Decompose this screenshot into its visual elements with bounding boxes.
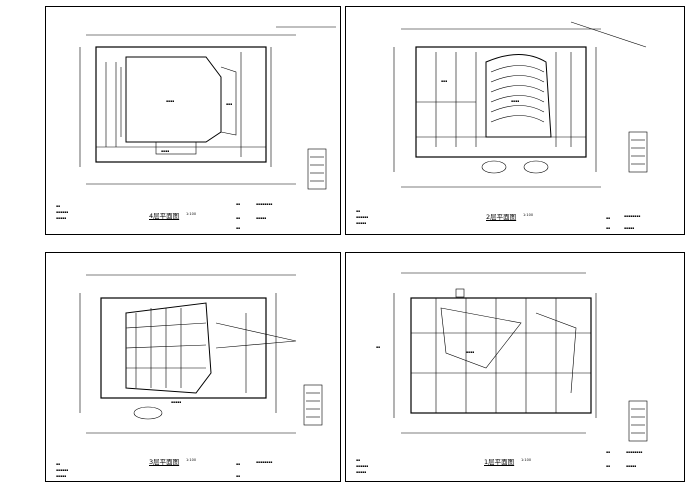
- svg-text:▪▪▪▪▪: ▪▪▪▪▪: [171, 400, 181, 404]
- svg-text:▪▪: ▪▪: [236, 216, 240, 220]
- svg-text:▪▪: ▪▪: [56, 204, 60, 208]
- svg-text:▪▪▪▪▪: ▪▪▪▪▪: [624, 226, 634, 230]
- svg-text:▪▪: ▪▪: [606, 464, 610, 468]
- svg-text:▪▪▪▪▪: ▪▪▪▪▪: [56, 216, 66, 220]
- svg-text:▪▪▪▪: ▪▪▪▪: [511, 99, 519, 103]
- floor-plan-1f: ▪▪▪▪ ▪▪ ▪▪ ▪▪▪▪▪▪ ▪▪▪▪▪ ▪▪ ▪▪▪▪▪▪▪▪ ▪▪ ▪…: [356, 272, 648, 474]
- svg-text:▪▪▪▪▪▪▪▪: ▪▪▪▪▪▪▪▪: [256, 460, 272, 464]
- sheet-title-3f: 3层平面图: [149, 458, 180, 466]
- svg-text:▪▪▪▪▪: ▪▪▪▪▪: [356, 470, 366, 474]
- svg-text:▪▪▪▪: ▪▪▪▪: [466, 350, 474, 354]
- svg-text:▪▪: ▪▪: [356, 458, 360, 462]
- svg-text:▪▪▪▪▪▪: ▪▪▪▪▪▪: [56, 210, 68, 214]
- floor-plan-4f: ▪▪▪▪ ▪▪▪ ▪▪▪▪ ▪▪ ▪▪▪▪▪▪ ▪▪▪▪▪ ▪▪ ▪▪▪▪▪▪▪…: [56, 26, 336, 230]
- drawing-sheet-1f: ▪▪▪▪ ▪▪ ▪▪ ▪▪▪▪▪▪ ▪▪▪▪▪ ▪▪ ▪▪▪▪▪▪▪▪ ▪▪ ▪…: [345, 252, 685, 482]
- drawing-sheet-3f: ▪▪▪▪▪ ▪▪ ▪▪▪▪▪▪ ▪▪▪▪▪ ▪▪ ▪▪▪▪▪▪▪▪ ▪▪ 3层平…: [45, 252, 341, 482]
- svg-text:▪▪▪▪▪: ▪▪▪▪▪: [356, 221, 366, 225]
- svg-text:▪▪: ▪▪: [356, 209, 360, 213]
- sheet-scale-3f: 1:100: [186, 458, 197, 462]
- svg-text:▪▪▪▪: ▪▪▪▪: [166, 99, 174, 103]
- svg-text:▪▪▪: ▪▪▪: [441, 79, 447, 83]
- svg-text:▪▪▪▪▪▪▪▪: ▪▪▪▪▪▪▪▪: [256, 202, 272, 206]
- svg-text:▪▪▪: ▪▪▪: [226, 102, 232, 106]
- svg-text:▪▪: ▪▪: [236, 202, 240, 206]
- svg-text:▪▪: ▪▪: [56, 462, 60, 466]
- svg-text:▪▪: ▪▪: [606, 226, 610, 230]
- svg-text:▪▪▪▪▪▪: ▪▪▪▪▪▪: [356, 215, 368, 219]
- svg-text:▪▪▪▪▪: ▪▪▪▪▪: [626, 464, 636, 468]
- svg-text:▪▪: ▪▪: [606, 450, 610, 454]
- floor-plan-2f: ▪▪▪▪ ▪▪▪ ▪▪ ▪▪▪▪▪▪ ▪▪▪▪▪ ▪▪ ▪▪▪▪▪▪▪▪ ▪▪ …: [356, 21, 648, 230]
- sheet-title-1f: 1层平面图: [484, 458, 515, 466]
- svg-text:▪▪▪▪▪▪▪▪: ▪▪▪▪▪▪▪▪: [626, 450, 642, 454]
- drawing-sheet-4f: ▪▪▪▪ ▪▪▪ ▪▪▪▪ ▪▪ ▪▪▪▪▪▪ ▪▪▪▪▪ ▪▪ ▪▪▪▪▪▪▪…: [45, 6, 341, 235]
- sheet-scale-2f: 1:100: [523, 213, 534, 217]
- svg-text:▪▪▪▪▪▪▪▪: ▪▪▪▪▪▪▪▪: [624, 214, 640, 218]
- svg-text:▪▪▪▪: ▪▪▪▪: [161, 149, 169, 153]
- sheet-scale-1f: 1:100: [521, 458, 532, 462]
- svg-text:▪▪▪▪▪▪: ▪▪▪▪▪▪: [356, 464, 368, 468]
- svg-text:▪▪▪▪▪: ▪▪▪▪▪: [256, 216, 266, 220]
- svg-text:▪▪: ▪▪: [376, 345, 380, 349]
- sheet-title-2f: 2层平面图: [486, 213, 517, 221]
- svg-text:▪▪: ▪▪: [236, 462, 240, 466]
- sheet-title-4f: 4层平面图: [149, 212, 180, 220]
- floor-plan-3f: ▪▪▪▪▪ ▪▪ ▪▪▪▪▪▪ ▪▪▪▪▪ ▪▪ ▪▪▪▪▪▪▪▪ ▪▪: [56, 274, 323, 478]
- svg-text:▪▪: ▪▪: [236, 474, 240, 478]
- sheet-scale-4f: 1:100: [186, 212, 197, 216]
- svg-text:▪▪▪▪▪▪: ▪▪▪▪▪▪: [56, 468, 68, 472]
- svg-text:▪▪▪▪▪: ▪▪▪▪▪: [56, 474, 66, 478]
- drawing-sheet-2f: ▪▪▪▪ ▪▪▪ ▪▪ ▪▪▪▪▪▪ ▪▪▪▪▪ ▪▪ ▪▪▪▪▪▪▪▪ ▪▪ …: [345, 6, 685, 235]
- svg-text:▪▪: ▪▪: [606, 216, 610, 220]
- svg-text:▪▪: ▪▪: [236, 226, 240, 230]
